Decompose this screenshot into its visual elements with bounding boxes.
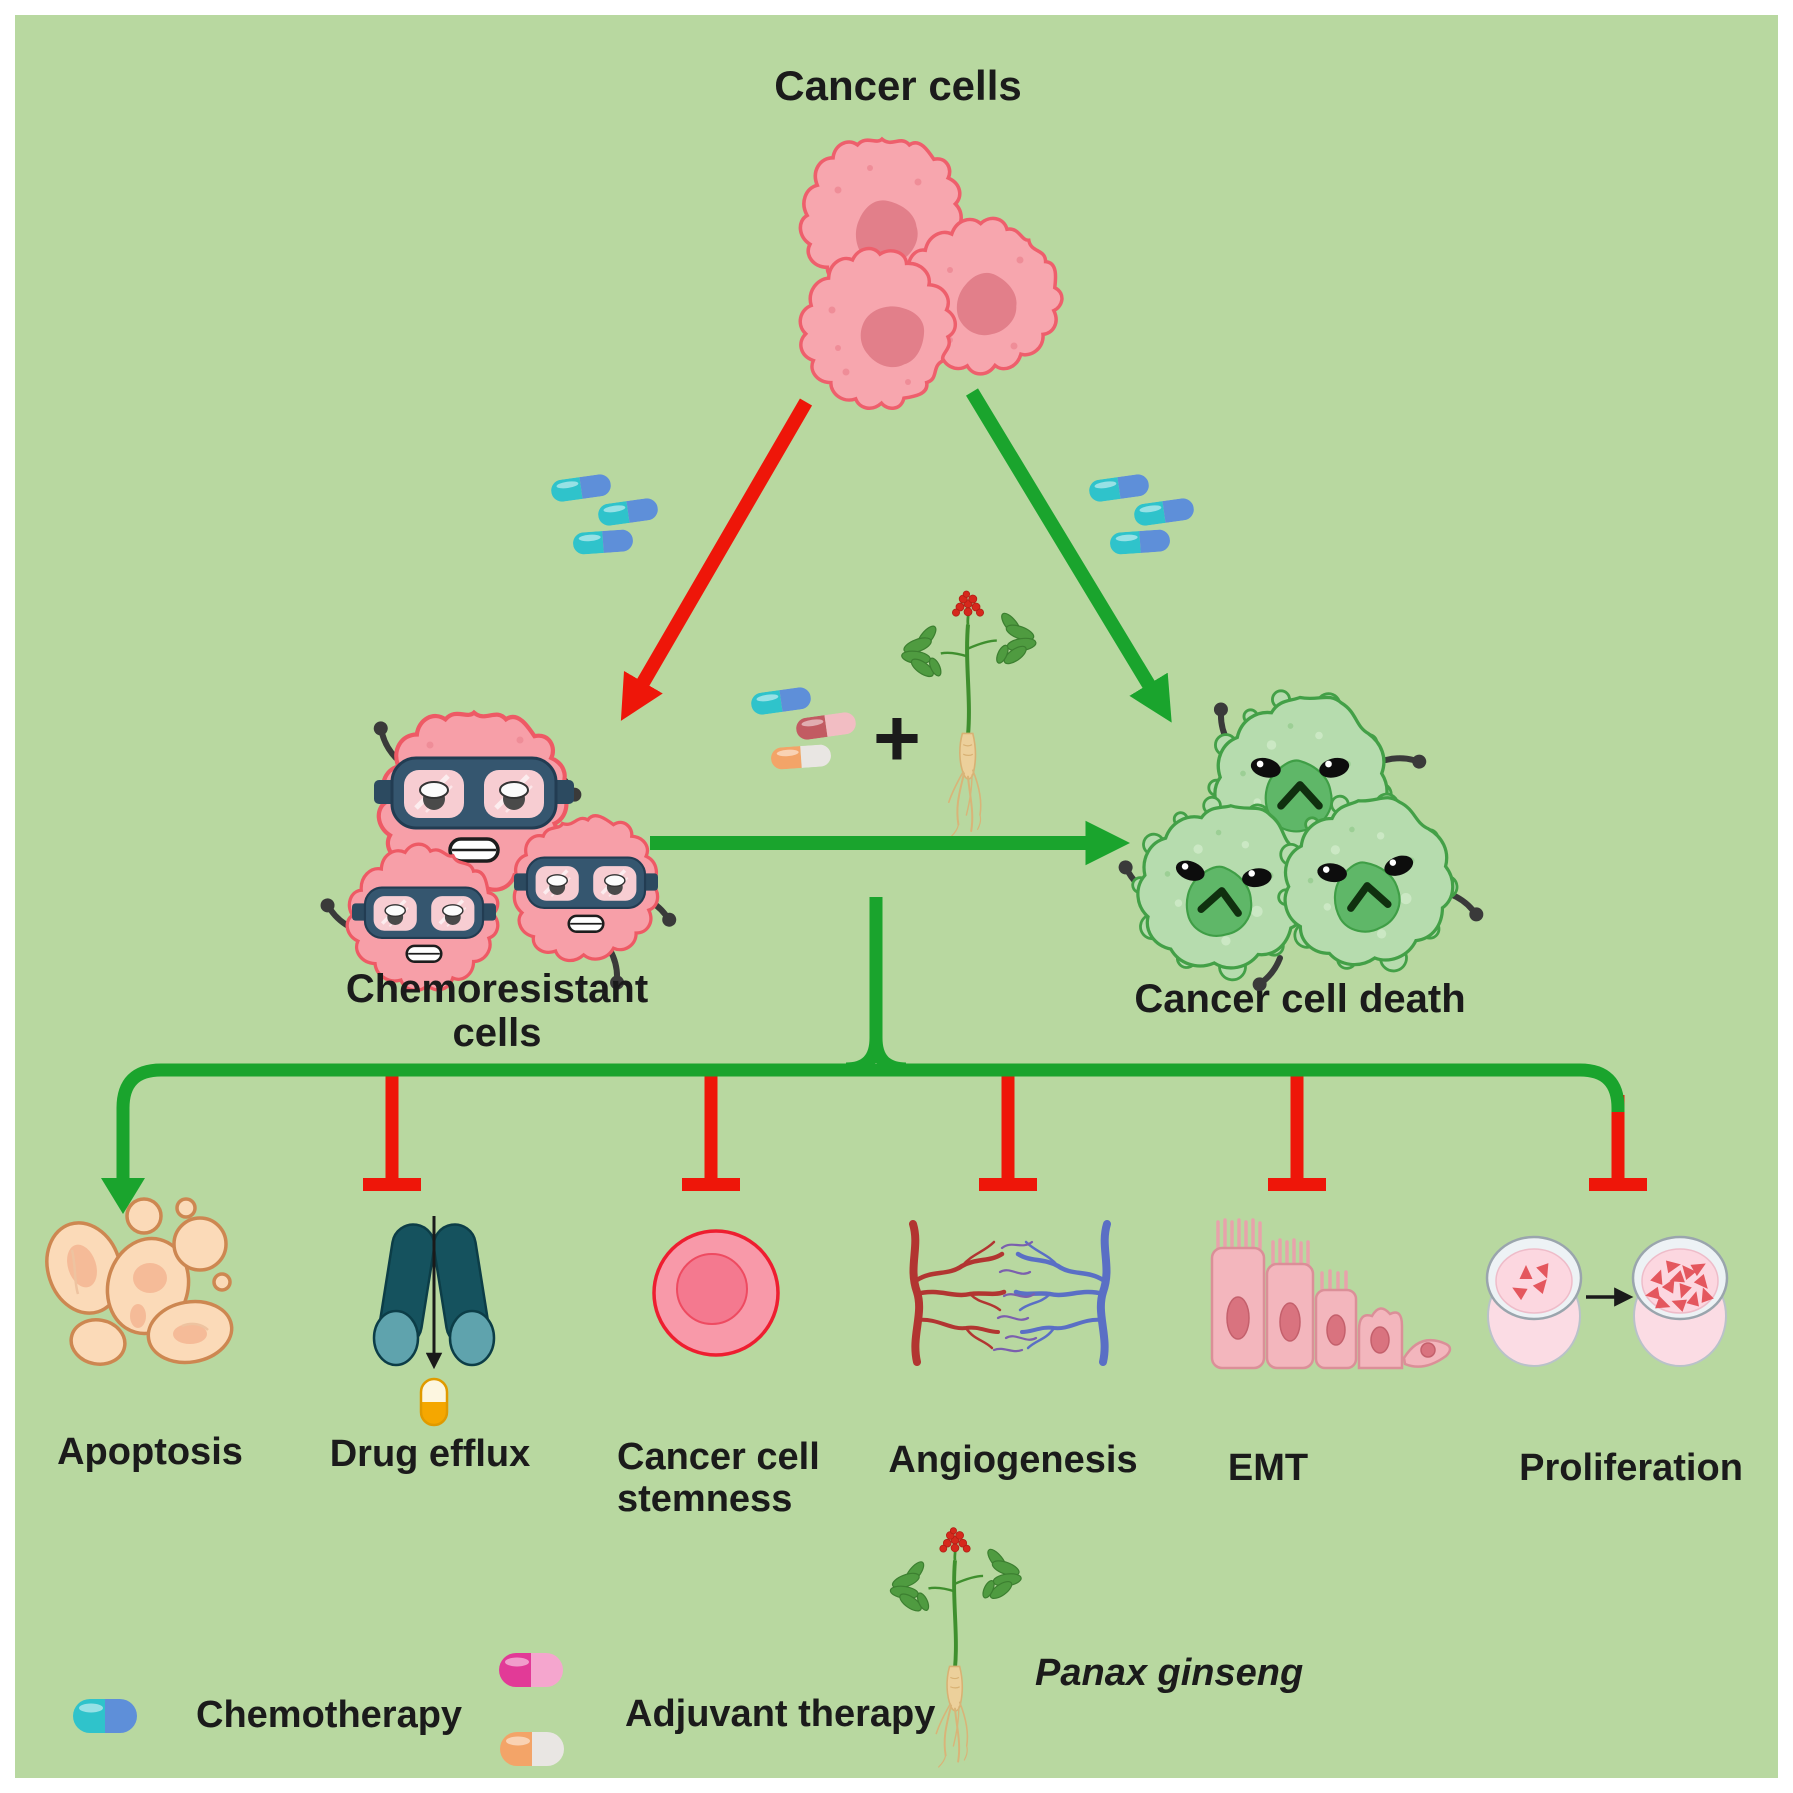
ginseng-plant-center-icon <box>901 591 1037 837</box>
angiogenesis-label: Angiogenesis <box>888 1439 1138 1481</box>
resistance-arrow <box>620 398 813 721</box>
inhibitor-bars <box>363 1064 1647 1191</box>
proliferation-label: Proliferation <box>1519 1447 1743 1489</box>
chemoresistant-label-line2: cells <box>452 1011 542 1055</box>
cancer-cells-icon <box>774 137 1090 433</box>
chemo-pills-right-icon <box>1087 472 1196 556</box>
stemness-label-line1: Cancer cell <box>617 1436 820 1478</box>
cancer-cells-label: Cancer cells <box>774 62 1022 109</box>
cancer-cell-death-icon <box>1114 691 1485 993</box>
cancer-cell-death-label: Cancer cell death <box>1134 977 1466 1021</box>
chemoresistant-cells-icon <box>318 713 679 1015</box>
chemo-pills-left-icon <box>549 472 660 556</box>
chemo-kill-arrow <box>966 388 1172 723</box>
adjuvant-therapy-legend-label: Adjuvant therapy <box>625 1693 936 1735</box>
efflux-pump-icon <box>372 1216 496 1427</box>
stemness-label-line2: stemness <box>617 1478 793 1520</box>
stem-cell-icon <box>652 1229 780 1357</box>
petri-dish-sparse-icon <box>1485 1235 1583 1367</box>
blood-vessels-icon <box>909 1220 1111 1366</box>
apoptotic-bodies-icon <box>45 1197 234 1366</box>
drug-efflux-label: Drug efflux <box>329 1433 531 1475</box>
epithelial-mesenchymal-cells-icon <box>1210 1218 1452 1370</box>
petri-dishes-icon <box>1485 1235 1729 1367</box>
petri-dish-dense-icon <box>1631 1235 1729 1367</box>
apoptosis-arrowhead <box>101 1178 145 1214</box>
chemoresistant-label-line1: Chemoresistant <box>345 967 649 1011</box>
emt-label: EMT <box>1227 1447 1309 1489</box>
branch-connector <box>101 897 1647 1214</box>
plus-sign: + <box>873 693 921 784</box>
effluxed-drug-capsule-icon <box>419 1377 449 1427</box>
chemo-capsule-icon <box>73 1699 137 1733</box>
adjuvant-capsules-icon <box>499 1653 564 1766</box>
combination-pills-icon <box>749 685 858 771</box>
chemotherapy-legend-label: Chemotherapy <box>196 1694 463 1736</box>
panax-ginseng-legend-label: Panax ginseng <box>1035 1652 1304 1694</box>
apoptosis-label: Apoptosis <box>57 1431 243 1473</box>
